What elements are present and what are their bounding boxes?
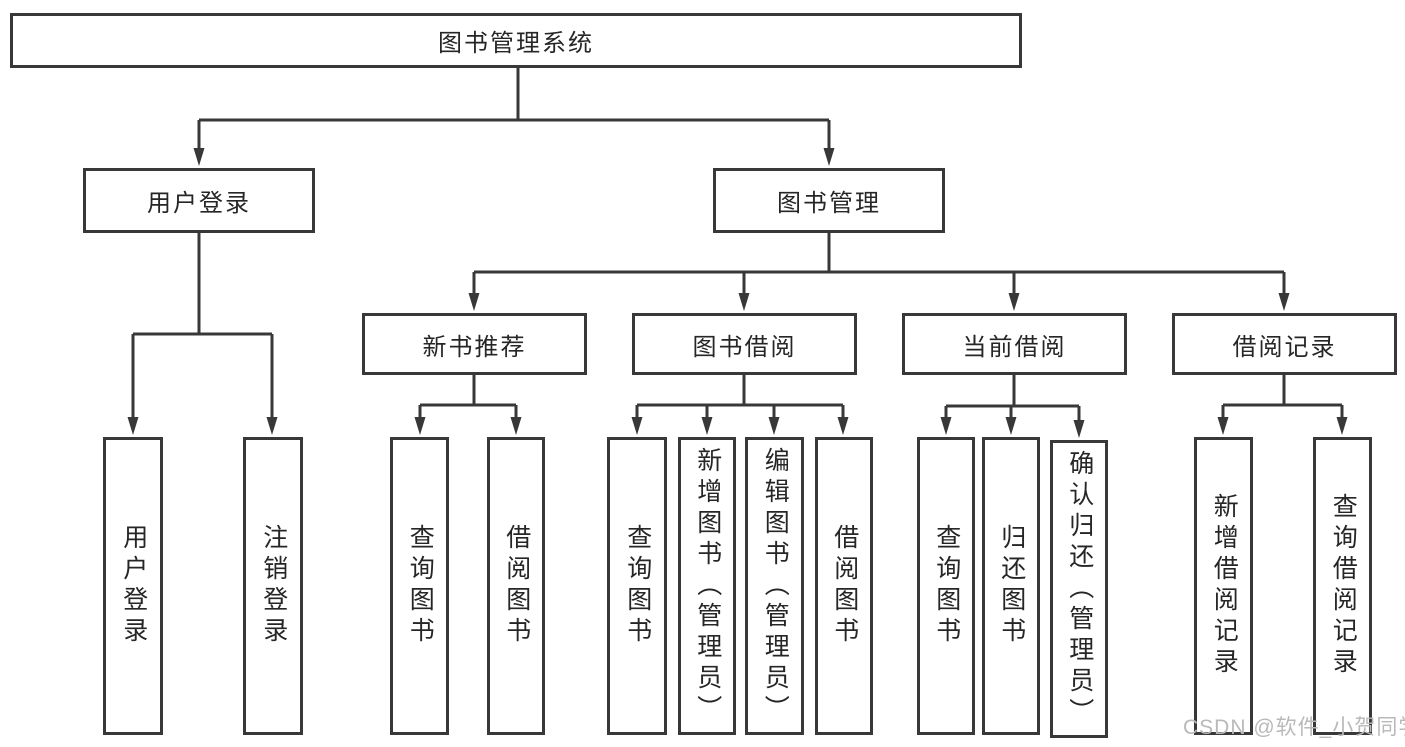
leaf-query-books-borrow: 查询图书 bbox=[607, 437, 667, 735]
node-user-login-label: 用户登录 bbox=[147, 190, 251, 217]
node-borrowing-records: 借阅记录 bbox=[1172, 313, 1397, 375]
leaf-query-books-current: 查询图书 bbox=[917, 437, 975, 735]
leaf-add-borrow-record-label: 新增借阅记录 bbox=[1210, 493, 1239, 679]
leaf-logout-label: 注销登录 bbox=[259, 524, 288, 648]
leaf-add-books-admin: 新增图书（管理员） bbox=[678, 437, 736, 735]
node-book-borrowing: 图书借阅 bbox=[632, 313, 857, 375]
leaf-user-login: 用户登录 bbox=[103, 437, 163, 735]
leaf-borrow-books: 借阅图书 bbox=[815, 437, 873, 735]
leaf-return-books: 归还图书 bbox=[982, 437, 1040, 735]
leaf-return-books-label: 归还图书 bbox=[997, 524, 1026, 648]
node-current-borrowing-label: 当前借阅 bbox=[962, 333, 1067, 361]
leaf-borrow-books-label: 借阅图书 bbox=[830, 524, 859, 648]
leaf-edit-books-admin-label: 编辑图书（管理员） bbox=[761, 446, 790, 726]
leaf-user-login-label: 用户登录 bbox=[119, 524, 148, 648]
leaf-query-borrow-record: 查询借阅记录 bbox=[1313, 437, 1372, 735]
node-borrowing-records-label: 借阅记录 bbox=[1232, 333, 1337, 361]
leaf-logout: 注销登录 bbox=[243, 437, 303, 735]
node-user-login: 用户登录 bbox=[83, 168, 315, 233]
node-root-system: 图书管理系统 bbox=[10, 13, 1022, 68]
leaf-confirm-return-admin-label: 确认归还（管理员） bbox=[1065, 449, 1094, 729]
leaf-borrow-books-recommend-label: 借阅图书 bbox=[502, 524, 531, 648]
leaf-add-books-admin-label: 新增图书（管理员） bbox=[693, 446, 722, 726]
node-book-management: 图书管理 bbox=[713, 168, 945, 233]
leaf-edit-books-admin: 编辑图书（管理员） bbox=[745, 437, 804, 735]
leaf-query-books-current-label: 查询图书 bbox=[932, 524, 961, 648]
node-root-label: 图书管理系统 bbox=[438, 30, 594, 57]
node-new-book-recommend-label: 新书推荐 bbox=[422, 333, 527, 361]
node-current-borrowing: 当前借阅 bbox=[902, 313, 1127, 375]
leaf-query-books-borrow-label: 查询图书 bbox=[623, 524, 652, 648]
leaf-query-books-recommend-label: 查询图书 bbox=[406, 524, 435, 648]
leaf-confirm-return-admin: 确认归还（管理员） bbox=[1050, 440, 1108, 738]
csdn-watermark: CSDN @软件_小贺同学 bbox=[1183, 716, 1405, 739]
leaf-add-borrow-record: 新增借阅记录 bbox=[1194, 437, 1253, 735]
leaf-query-books-recommend: 查询图书 bbox=[390, 437, 449, 735]
leaf-borrow-books-recommend: 借阅图书 bbox=[487, 437, 545, 735]
node-book-management-label: 图书管理 bbox=[777, 190, 881, 217]
node-new-book-recommend: 新书推荐 bbox=[362, 313, 587, 375]
node-book-borrowing-label: 图书借阅 bbox=[692, 333, 797, 361]
leaf-query-borrow-record-label: 查询借阅记录 bbox=[1329, 493, 1358, 679]
